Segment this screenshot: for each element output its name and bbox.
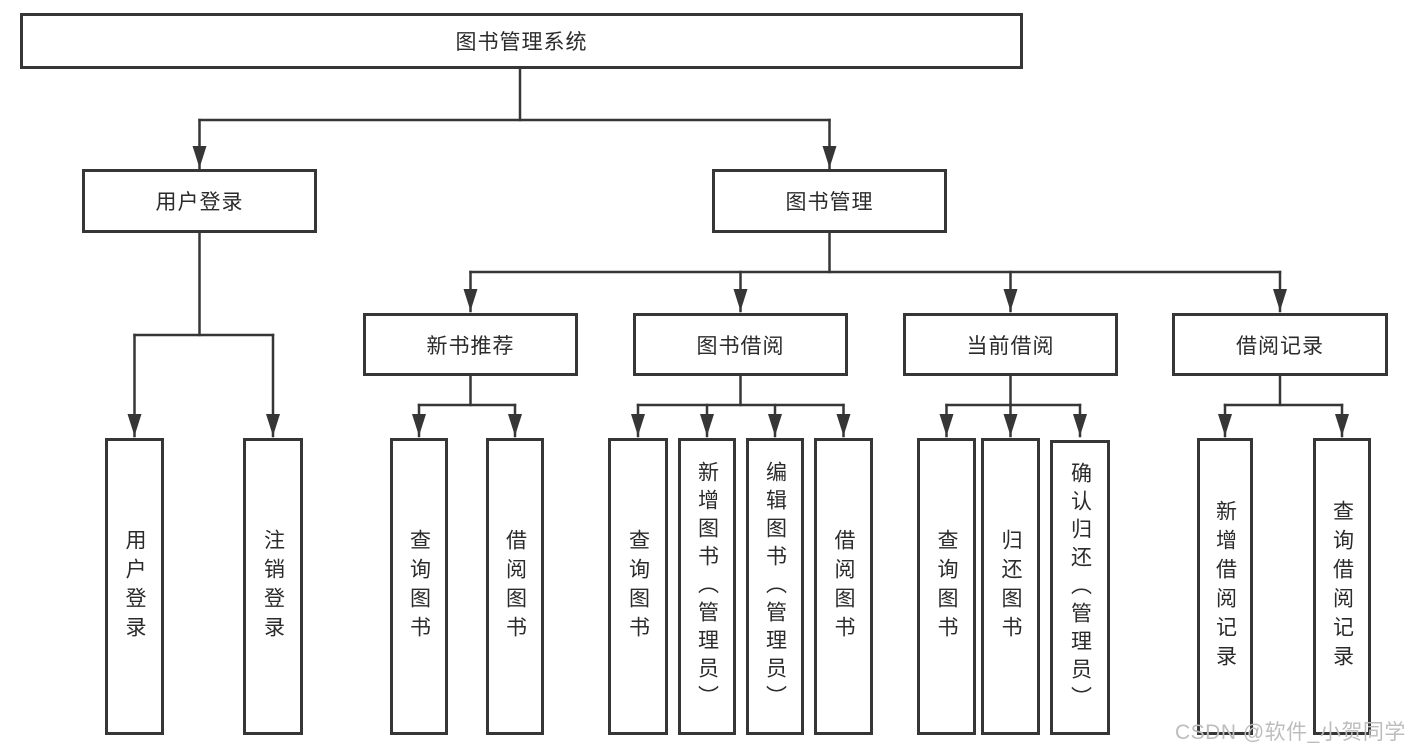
node-label: 编辑图书（管理员） (763, 460, 787, 713)
node-confirm-return-admin: 确认归还（管理员） (1050, 440, 1110, 735)
node-borrow-records: 借阅记录 (1172, 313, 1388, 376)
node-label: 新增借阅记录 (1213, 499, 1237, 674)
node-add-borrow-record: 新增借阅记录 (1197, 438, 1253, 735)
node-borrow-books-leaf: 借阅图书 (814, 438, 873, 735)
node-label: 查询图书 (407, 528, 431, 645)
node-query-books-recommend: 查询图书 (390, 438, 448, 735)
node-logout-leaf: 注销登录 (243, 438, 303, 735)
node-label: 用户登录 (155, 191, 244, 214)
node-query-borrow-record: 查询借阅记录 (1313, 438, 1371, 735)
node-label: 当前借阅 (966, 334, 1055, 358)
node-label: 查询图书 (626, 528, 650, 645)
node-add-book-admin: 新增图书（管理员） (678, 438, 736, 735)
node-borrow-books-recommend: 借阅图书 (486, 438, 544, 735)
node-label: 查询借阅记录 (1330, 499, 1354, 674)
node-label: 归还图书 (999, 528, 1022, 645)
node-book-management: 图书管理 (712, 169, 947, 233)
node-user-login: 用户登录 (82, 169, 317, 233)
csdn-watermark: CSDN @软件_小贺同学 (1175, 721, 1405, 744)
connector-new-book-recommend-children (412, 374, 522, 438)
connector-book-management-children (463, 231, 1287, 313)
node-library-management-system: 图书管理系统 (20, 13, 1023, 69)
connector-book-borrow-children (631, 374, 851, 438)
node-book-borrow: 图书借阅 (633, 313, 848, 376)
node-label: 借阅图书 (832, 528, 855, 645)
connector-current-borrow-children (939, 374, 1087, 438)
node-label: 用户登录 (123, 528, 146, 645)
connector-borrow-records-children (1218, 374, 1349, 438)
node-query-books-borrow: 查询图书 (608, 438, 668, 735)
node-label: 图书管理系统 (455, 31, 588, 54)
node-label: 查询图书 (935, 528, 958, 645)
node-label: 确认归还（管理员） (1068, 461, 1092, 714)
node-label: 新增图书（管理员） (695, 460, 719, 713)
node-user-login-leaf: 用户登录 (105, 438, 164, 735)
connector-user-login-children (127, 231, 280, 438)
node-label: 新书推荐 (426, 334, 515, 358)
node-label: 注销登录 (261, 528, 285, 645)
node-current-borrow: 当前借阅 (903, 313, 1118, 376)
node-label: 借阅记录 (1236, 334, 1324, 358)
node-new-book-recommend: 新书推荐 (363, 313, 578, 376)
node-return-books: 归还图书 (981, 438, 1040, 735)
node-label: 图书借阅 (696, 334, 785, 358)
node-label: 图书管理 (785, 191, 874, 214)
node-query-books-current: 查询图书 (917, 438, 976, 735)
node-edit-book-admin: 编辑图书（管理员） (746, 438, 804, 735)
connector-root-to-level2 (192, 67, 837, 170)
node-label: 借阅图书 (503, 528, 527, 645)
